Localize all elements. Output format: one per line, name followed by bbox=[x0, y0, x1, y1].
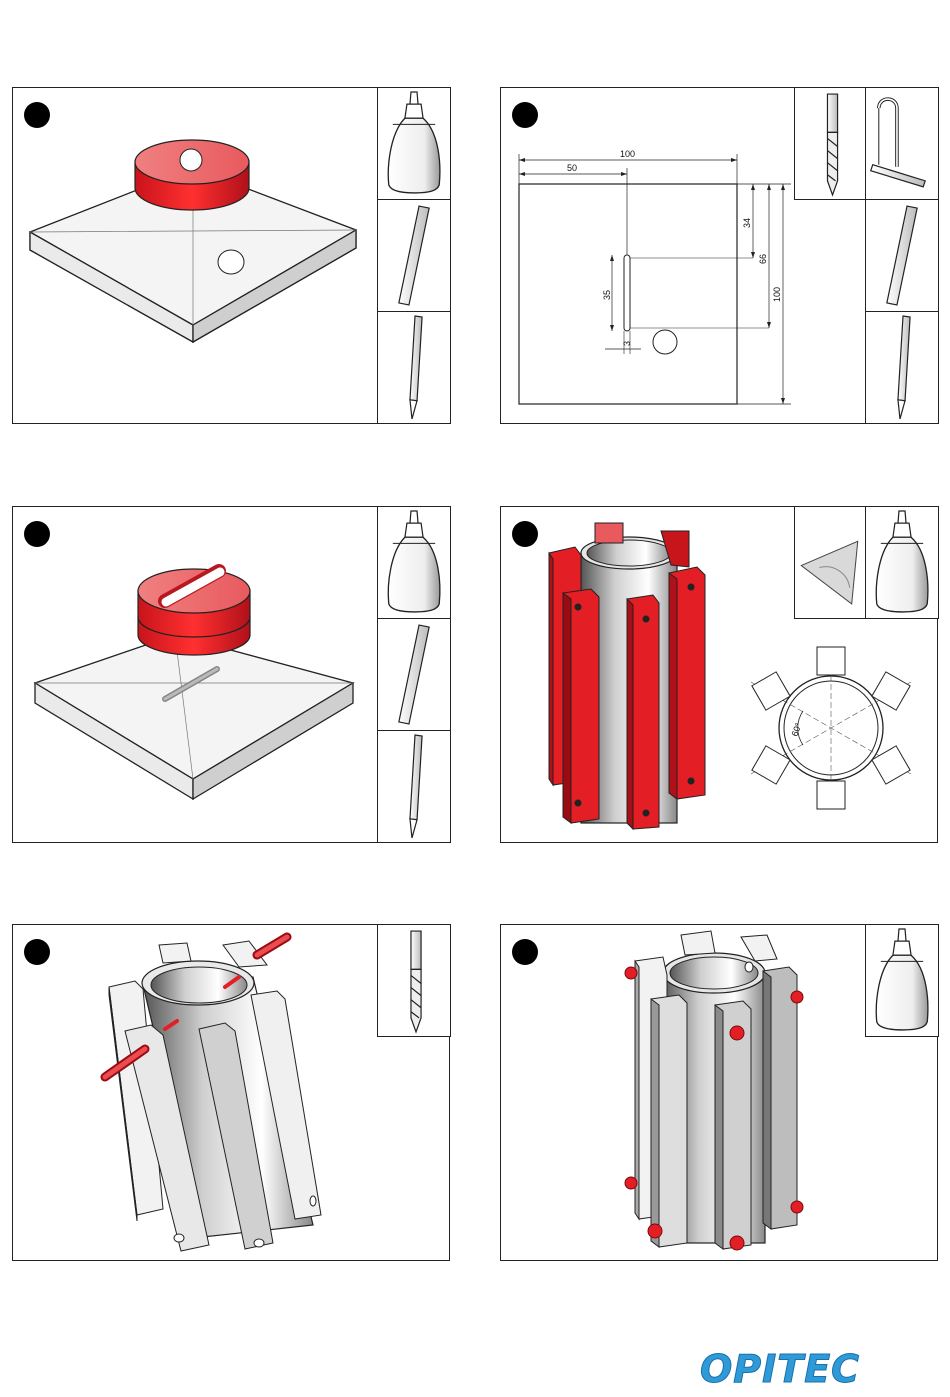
set-square-tool bbox=[794, 506, 867, 619]
step-3-illustration bbox=[13, 507, 378, 842]
pencil-tool bbox=[377, 730, 451, 843]
sandpaper-icon bbox=[866, 200, 938, 311]
pencil-icon bbox=[378, 312, 450, 423]
sandpaper-tool bbox=[865, 199, 939, 312]
dim-slot-width: 3 bbox=[622, 341, 632, 346]
step-1-illustration bbox=[13, 88, 378, 423]
glue-bottle-icon bbox=[378, 507, 450, 618]
sandpaper-tool bbox=[377, 618, 451, 731]
dim-height-34: 34 bbox=[742, 218, 752, 228]
fretsaw-tool bbox=[865, 87, 939, 200]
opitec-logo-text: OPITEC bbox=[700, 1349, 860, 1389]
drill-bit-tool bbox=[794, 87, 867, 200]
fretsaw-icon bbox=[866, 88, 938, 199]
pencil-icon bbox=[866, 312, 938, 423]
pencil-tool bbox=[865, 311, 939, 424]
set-square-icon bbox=[795, 507, 866, 618]
dim-width-total: 100 bbox=[620, 149, 635, 159]
pencil-tool bbox=[377, 311, 451, 424]
dim-slot-length: 35 bbox=[602, 290, 612, 300]
step-5-panel bbox=[12, 924, 450, 1261]
dim-height-66: 66 bbox=[758, 254, 768, 264]
sandpaper-icon bbox=[378, 619, 450, 730]
pencil-icon bbox=[378, 731, 450, 842]
glue-bottle-tool bbox=[377, 506, 451, 619]
sandpaper-tool bbox=[377, 199, 451, 312]
glue-bottle-tool bbox=[865, 924, 939, 1037]
step-4-panel: 60° bbox=[500, 506, 938, 843]
dim-height-total: 100 bbox=[772, 287, 782, 302]
step-6-panel bbox=[500, 924, 938, 1261]
glue-bottle-tool bbox=[377, 87, 451, 200]
glue-bottle-tool bbox=[865, 506, 939, 619]
glue-bottle-icon bbox=[866, 925, 938, 1036]
step-6-illustration bbox=[501, 925, 866, 1260]
step-5-illustration bbox=[13, 925, 378, 1260]
sandpaper-icon bbox=[378, 200, 450, 311]
step-1-panel bbox=[12, 87, 450, 424]
dim-width-half: 50 bbox=[567, 163, 577, 173]
step-3-panel bbox=[12, 506, 450, 843]
glue-bottle-icon bbox=[866, 507, 938, 618]
step-2-panel: 100 50 34 66 100 35 3 bbox=[500, 87, 938, 424]
drill-bit-icon bbox=[378, 925, 450, 1036]
step-4-plan-view: 60° bbox=[751, 647, 911, 809]
drill-bit-icon bbox=[795, 88, 866, 199]
drill-bit-tool bbox=[377, 924, 451, 1037]
opitec-logo-mark: OPITEC bbox=[700, 1349, 910, 1389]
glue-bottle-icon bbox=[378, 88, 450, 199]
opitec-logo: OPITEC bbox=[700, 1349, 910, 1389]
